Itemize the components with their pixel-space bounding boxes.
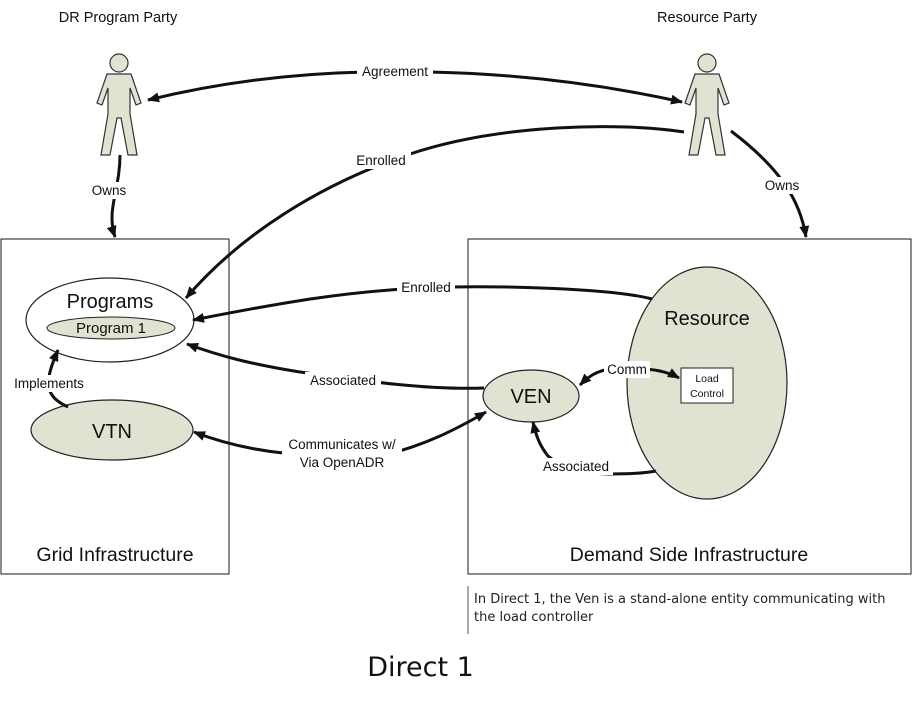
agreement-edge-to-dr xyxy=(147,70,366,103)
comm-label: Comm xyxy=(607,362,647,377)
owns-right-label: Owns xyxy=(765,178,800,193)
grid-infrastructure-title: Grid Infrastructure xyxy=(36,544,193,566)
implements-label: Implements xyxy=(14,376,84,391)
diagram-caption: Direct 1 xyxy=(367,652,474,683)
demand-side-infrastructure-box xyxy=(467,238,912,575)
resource-party-label: Resource Party xyxy=(657,10,758,26)
enrolled-top-edge xyxy=(184,125,685,299)
communicates-label-line2: Via OpenADR xyxy=(300,455,385,470)
resource-party-figure-icon xyxy=(684,53,730,156)
resource-label: Resource xyxy=(664,308,750,330)
program-1-label: Program 1 xyxy=(76,320,146,337)
associated-resource-label: Associated xyxy=(543,459,609,474)
grid-infrastructure-box xyxy=(0,238,230,575)
annotation-note: In Direct 1, the Ven is a stand-alone en… xyxy=(474,592,886,625)
enrolled-resource-label: Enrolled xyxy=(401,280,451,295)
enrolled-top-label: Enrolled xyxy=(356,153,406,168)
vtn-label: VTN xyxy=(92,421,132,443)
dr-program-party-figure-icon xyxy=(96,53,142,156)
load-control-label-line1: Load xyxy=(695,373,719,385)
load-control-box xyxy=(680,367,734,404)
agreement-edge-to-resource xyxy=(429,70,683,105)
programs-label: Programs xyxy=(67,291,154,313)
load-control-label-line2: Control xyxy=(690,388,724,400)
demand-side-infrastructure-title: Demand Side Infrastructure xyxy=(570,544,808,566)
communicates-label-line1: Communicates w/ xyxy=(288,437,396,452)
ven-label: VEN xyxy=(510,386,551,408)
associated-programs-label: Associated xyxy=(310,373,376,388)
vtn-node xyxy=(30,399,194,461)
program-1-node xyxy=(46,316,176,340)
dr-program-party-label: DR Program Party xyxy=(59,10,178,26)
owns-left-label: Owns xyxy=(92,183,127,198)
agreement-label: Agreement xyxy=(362,64,428,79)
